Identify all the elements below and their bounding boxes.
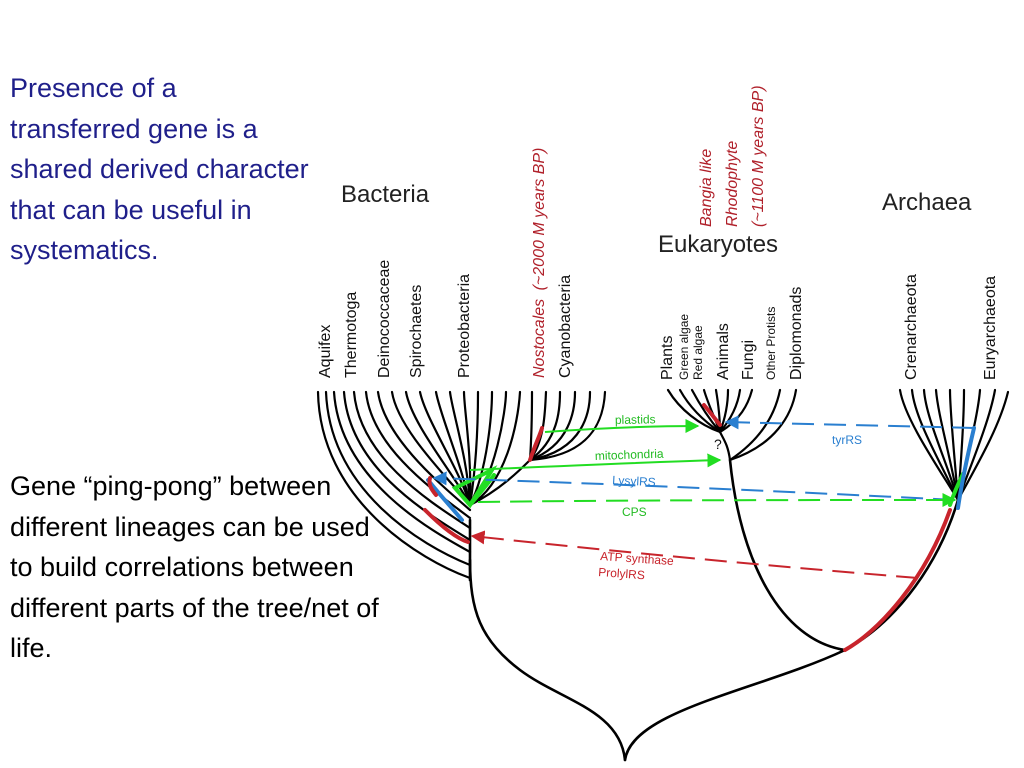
transfer-arrows [432, 415, 975, 579]
taxon-diplomonads: Diplomonads [788, 287, 805, 380]
label-mitochondria: mitochondria [595, 447, 664, 463]
highlight-segments [423, 403, 976, 652]
label-prolylrs: ProlylRS [598, 565, 646, 582]
domain-bacteria: Bacteria [341, 181, 430, 208]
annotation-bangia-line1: Bangia like [698, 149, 715, 227]
domain-archaea: Archaea [882, 189, 972, 216]
eukaryote-clade [666, 388, 798, 462]
taxon-green-algae: Green algae [677, 314, 691, 380]
taxon-plants: Plants [659, 336, 676, 380]
taxon-cyanobacteria: Cyanobacteria [557, 275, 574, 378]
taxon-euryarchaeota: Euryarchaeota [982, 276, 999, 380]
taxon-red-algae: Red algae [691, 325, 705, 380]
ping-pong-text: Gene “ping-pong” between different linea… [10, 471, 379, 663]
annotation-bangia-line3: (~1100 M years BP) [750, 85, 767, 227]
taxon-thermotoga: Thermotoga [343, 292, 360, 378]
taxon-aquifex: Aquifex [317, 325, 334, 378]
taxon-proteobacteria: Proteobacteria [456, 274, 473, 378]
label-cps: CPS [622, 505, 647, 519]
unknown-origin-mark: ? [714, 436, 722, 452]
label-lysylrs: LysylRS [612, 473, 656, 489]
label-atp-synthase: ATP synthase [600, 549, 675, 568]
taxon-other-protists: Other Protists [764, 307, 778, 380]
taxon-animals: Animals [715, 323, 732, 380]
nostocales-age: (~2000 M years BP) [531, 148, 548, 291]
bacteria-clade [316, 390, 607, 580]
intro-text: Presence of a transferred gene is a shar… [10, 73, 309, 265]
archaea-clade [898, 388, 1010, 502]
domain-eukaryotes: Eukaryotes [658, 231, 778, 258]
taxon-fungi: Fungi [740, 340, 757, 380]
taxon-spirochaetes: Spirochaetes [408, 285, 425, 378]
cps-arrow [477, 493, 957, 508]
label-tyrrs: tyrRS [832, 433, 862, 447]
mitochondria-arrow [469, 453, 722, 471]
taxon-deinococcaceae: Deinococcaceae [376, 260, 393, 378]
plastids-arrow [544, 419, 700, 434]
annotation-bangia-line2: Rhodophyte [724, 141, 741, 227]
lysylrs-arrow [432, 471, 956, 501]
taxon-crenarchaeota: Crenarchaeota [903, 274, 920, 380]
tree-trunk [468, 458, 960, 762]
nostocales-label: Nostocales [531, 299, 548, 378]
atp-synthase-arrow [470, 530, 919, 579]
annotation-nostocales: Nostocales (~2000 M years BP) [531, 148, 548, 378]
label-plastids: plastids [615, 412, 656, 427]
